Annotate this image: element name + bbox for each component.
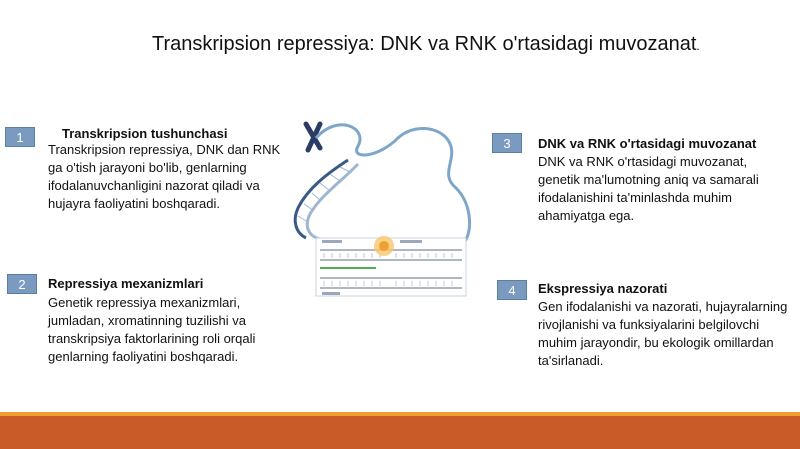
block-1-number-badge: 1 xyxy=(5,127,35,147)
chromosome-icon xyxy=(303,121,323,153)
block-2-number-badge: 2 xyxy=(7,274,37,294)
helix-strand-a xyxy=(293,158,349,240)
slide-title-text: Transkripsion repressiya: DNK va RNK o'r… xyxy=(152,33,697,55)
panel-label-bottom xyxy=(322,292,340,295)
block-4-heading: Ekspressiya nazorati xyxy=(538,281,668,296)
footer-stripe xyxy=(0,412,800,416)
dna-transcription-illustration xyxy=(293,121,471,297)
dna-sequence-ticks xyxy=(323,253,453,286)
block-2-text: Genetik repressiya mexanizmlari, jumlada… xyxy=(48,295,256,364)
block-4-number-badge: 4 xyxy=(497,280,527,300)
block-3-text: DNK va RNK o'rtasidagi muvozanat, geneti… xyxy=(538,154,759,223)
panel-label-left xyxy=(322,240,342,243)
chromatin-loop xyxy=(314,123,471,257)
helix-strand-b xyxy=(305,162,360,241)
panel-label-right xyxy=(400,240,422,243)
slide-title-dot: . xyxy=(696,39,700,53)
slide-title: Transkripsion repressiya: DNK va RNK o'r… xyxy=(152,33,752,56)
block-3-heading: DNK va RNK o'rtasidagi muvozanat xyxy=(538,136,757,151)
rna-polymerase-core xyxy=(379,241,389,251)
block-3-number-badge: 3 xyxy=(492,133,522,153)
footer-bar xyxy=(0,416,800,449)
block-1-heading: Transkripsion tushunchasi xyxy=(62,126,228,141)
block-2-heading: Repressiya mexanizmlari xyxy=(48,276,204,291)
block-1-text: Transkripsion repressiya, DNK dan RNK ga… xyxy=(48,142,281,211)
helix-base-pairs xyxy=(297,166,351,223)
block-4-text: Gen ifodalanishi va nazorati, hujayralar… xyxy=(538,299,788,368)
